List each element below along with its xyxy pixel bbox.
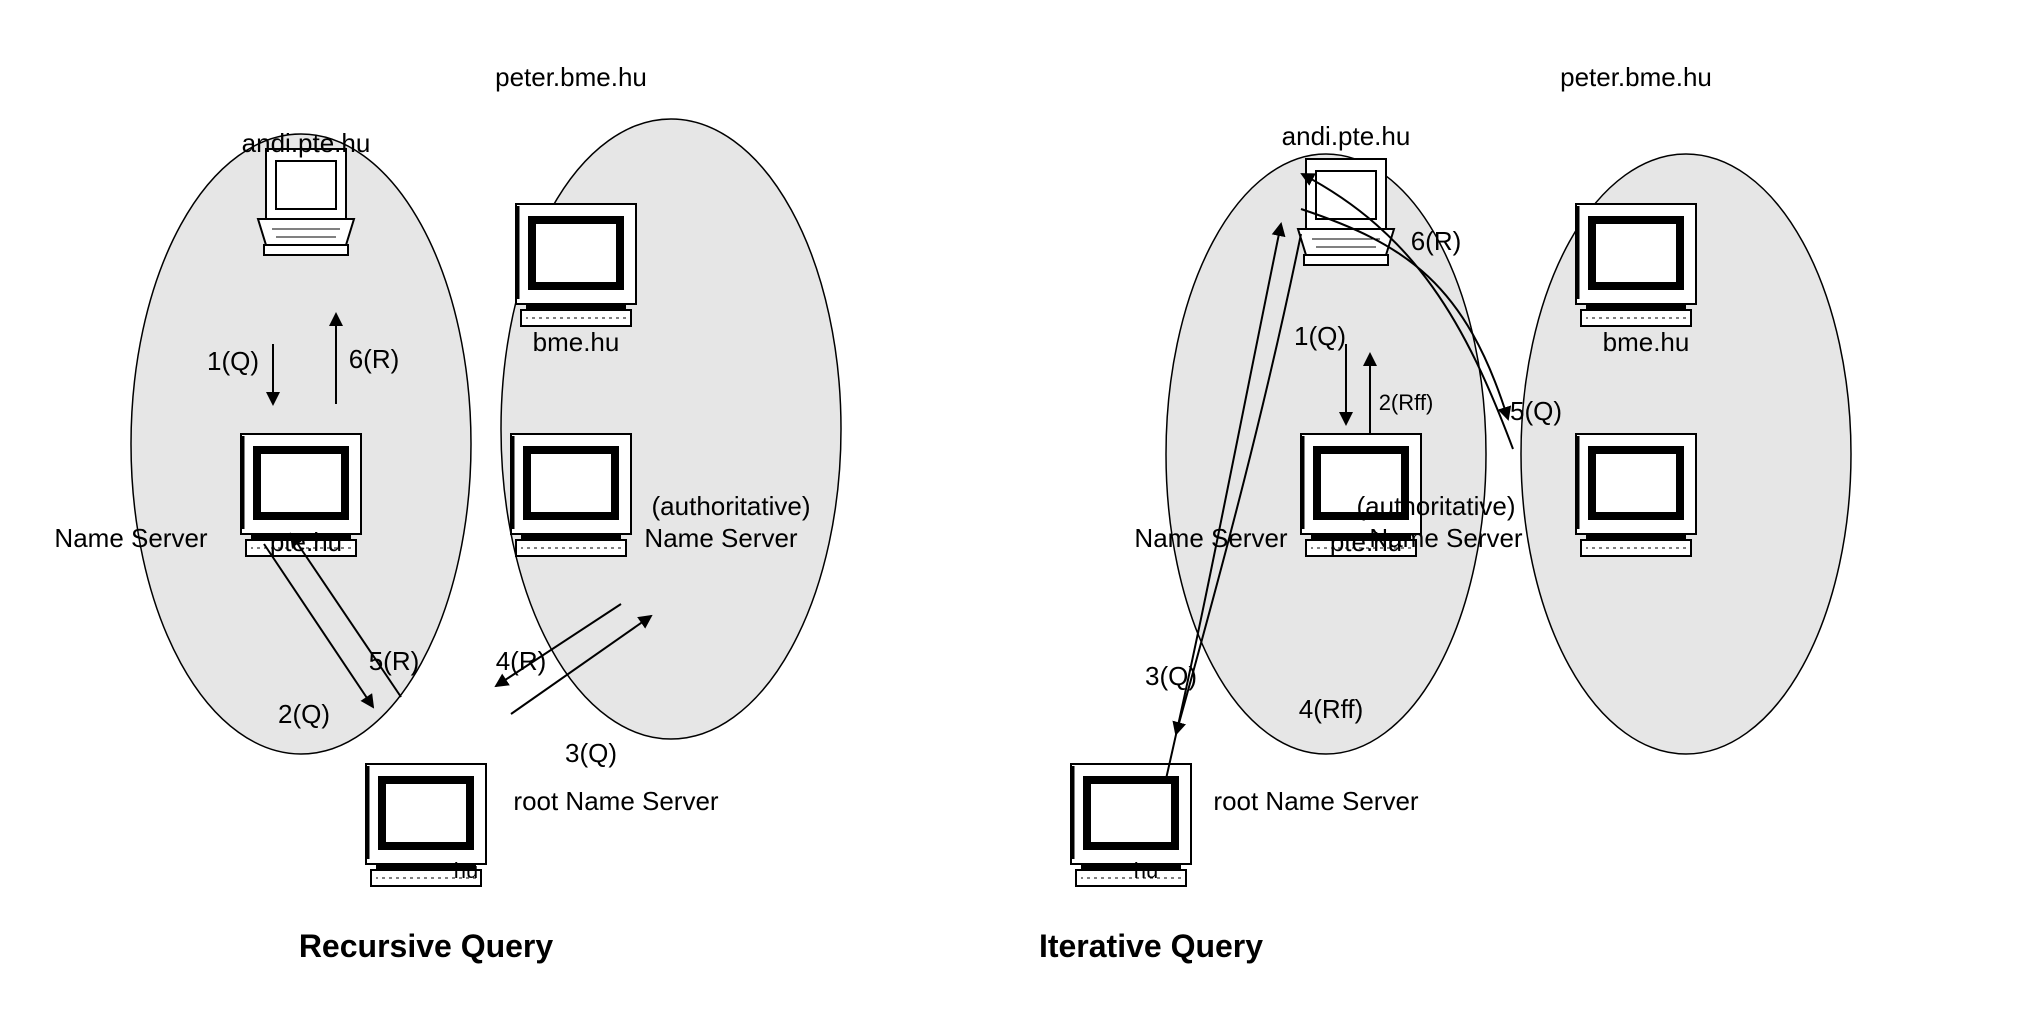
iterative-arrow-6 [1300, 173, 1514, 450]
iterative-arrow-5 [1300, 208, 1512, 421]
recursive-remote-ns-icon [511, 434, 631, 556]
recursive-client-host: andi.pte.hu [242, 128, 371, 158]
iterative-remote-ns-note: (authoritative) [1357, 491, 1516, 521]
iterative-step-2: 2(Rff) [1379, 390, 1434, 415]
recursive-arrow-2 [263, 543, 375, 709]
recursive-remote-host: peter.bme.hu [495, 62, 647, 92]
recursive-step-3: 3(Q) [565, 738, 617, 768]
recursive-arrow-3 [510, 614, 653, 715]
iterative-arrow-3 [1172, 233, 1302, 736]
recursive-step-5: 5(R) [369, 646, 420, 676]
recursive-local-ns-domain: pte.hu [270, 527, 342, 557]
recursive-step-2: 2(Q) [278, 699, 330, 729]
recursive-root-label: root Name Server [513, 786, 719, 816]
recursive-client-icon [257, 148, 355, 256]
recursive-caption: Recursive Query [299, 928, 554, 964]
iterative-arrow-4 [1165, 222, 1286, 780]
iterative-root-domain: hu [1134, 858, 1158, 883]
iterative-local-ns-label: Name Server [1134, 523, 1287, 553]
iterative-root-label: root Name Server [1213, 786, 1419, 816]
iterative-step-4: 4(Rff) [1299, 694, 1364, 724]
iterative-remote-ns-label: Name Server [1369, 523, 1522, 553]
iterative-query-panel: hu root Name Server pte.hu Name Server a… [1039, 62, 1852, 964]
recursive-root-domain: hu [454, 858, 478, 883]
recursive-local-ns-label: Name Server [54, 523, 207, 553]
recursive-remote-ns-note: (authoritative) [652, 491, 811, 521]
recursive-arrow-5 [289, 532, 402, 698]
recursive-arrow-4 [494, 603, 622, 688]
iterative-root-server-icon [1071, 764, 1191, 886]
iterative-remote-ns-icon [1576, 434, 1696, 556]
recursive-remote-host-icon [516, 204, 636, 326]
recursive-step-6: 6(R) [349, 344, 400, 374]
recursive-step-1: 1(Q) [207, 346, 259, 376]
iterative-remote-host-icon [1576, 204, 1696, 326]
recursive-step-4: 4(R) [496, 646, 547, 676]
iterative-client-host: andi.pte.hu [1282, 121, 1411, 151]
iterative-remote-ns-domain: bme.hu [1603, 327, 1690, 357]
rotated-figure: hu root Name Server pte.hu Name Server a… [54, 62, 1852, 964]
recursive-query-panel: hu root Name Server pte.hu Name Server a… [54, 62, 842, 964]
iterative-remote-host: peter.bme.hu [1560, 62, 1712, 92]
iterative-local-ns-domain: pte.hu [1330, 527, 1402, 557]
iterative-step-6: 6(R) [1411, 226, 1462, 256]
iterative-step-3: 3(Q) [1145, 661, 1197, 691]
iterative-step-5: 5(Q) [1510, 396, 1562, 426]
iterative-caption: Iterative Query [1039, 928, 1263, 964]
recursive-remote-ns-label: Name Server [644, 523, 797, 553]
recursive-remote-ns-domain: bme.hu [533, 327, 620, 357]
iterative-step-1: 1(Q) [1294, 321, 1346, 351]
